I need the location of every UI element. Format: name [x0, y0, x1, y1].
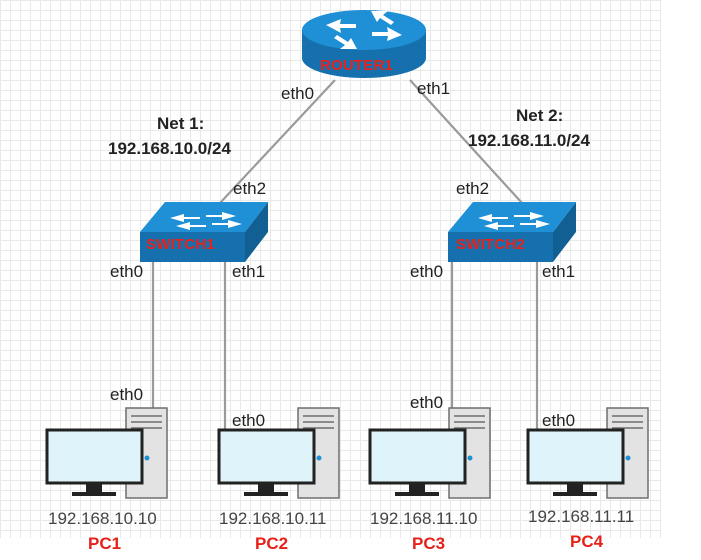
link-router-switch1: [219, 79, 336, 204]
net1-cidr: 192.168.10.0/24: [108, 139, 231, 158]
net2-cidr: 192.168.11.0/24: [468, 131, 590, 150]
router-icon[interactable]: [302, 10, 426, 78]
pc4-port: eth0: [542, 411, 576, 430]
router-port-eth0: eth0: [281, 84, 315, 103]
pc2-icon[interactable]: [217, 407, 340, 499]
pc1-port: eth0: [110, 385, 144, 404]
switch2-port-eth2: eth2: [456, 179, 490, 198]
switch1-label: SWITCH1: [146, 236, 215, 253]
pc3-name: PC3: [412, 534, 446, 553]
pc2-name: PC2: [255, 534, 289, 553]
router-label: ROUTER1: [320, 57, 394, 74]
pc2-port: eth0: [232, 411, 266, 430]
pc4-icon[interactable]: [526, 407, 649, 499]
pc3-icon[interactable]: [368, 407, 491, 499]
pc1-icon[interactable]: [45, 407, 168, 499]
switch1-port-eth0: eth0: [110, 262, 144, 281]
switch1-icon[interactable]: [140, 202, 268, 262]
link-router-switch2: [409, 79, 523, 204]
net2-name: Net 2:: [516, 106, 564, 125]
page-margin-bottom: [0, 538, 701, 560]
net1-name: Net 1:: [157, 114, 205, 133]
pc4-name: PC4: [570, 532, 604, 551]
pc3-ip: 192.168.11.10: [370, 509, 478, 528]
switch2-port-eth1: eth1: [542, 262, 576, 281]
pc3-port: eth0: [410, 393, 444, 412]
switch2-label: SWITCH2: [456, 236, 525, 253]
switch1-port-eth2: eth2: [233, 179, 267, 198]
pc2-ip: 192.168.10.11: [219, 509, 327, 528]
pc4-ip: 192.168.11.11: [528, 507, 635, 526]
page-margin: [661, 0, 701, 560]
switch2-port-eth0: eth0: [410, 262, 444, 281]
switch1-port-eth1: eth1: [232, 262, 266, 281]
router-port-eth1: eth1: [417, 79, 451, 98]
pc1-ip: 192.168.10.10: [48, 509, 157, 528]
pc1-name: PC1: [88, 534, 122, 553]
switch2-icon[interactable]: [448, 202, 576, 262]
